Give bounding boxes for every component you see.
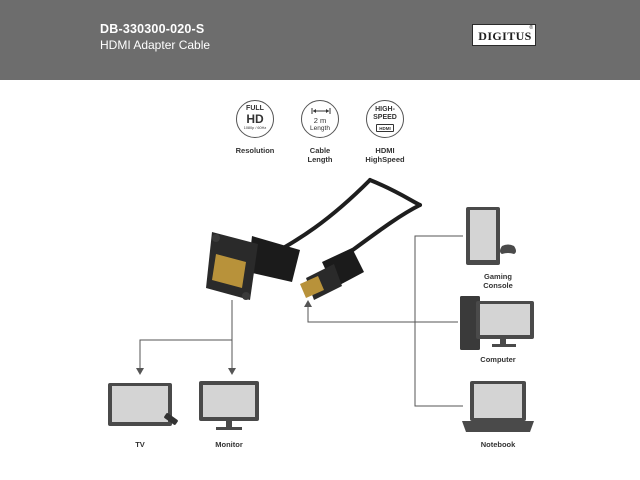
dvi-pins: [212, 254, 246, 288]
hdmi-badge-text: HDMI: [379, 125, 391, 131]
computer-monitor-base: [492, 344, 516, 347]
line-to-hdmi: [307, 305, 415, 323]
computer-icon: [460, 296, 534, 350]
feature-label-cable-length-line1: Cable: [309, 146, 331, 155]
monitor-neck: [226, 421, 232, 427]
full-hd-line1: FULL: [246, 105, 264, 112]
gaming-console-label-line2: Console: [483, 281, 513, 291]
full-hd-icon: FULL HD 1080p / 60Hz: [236, 100, 274, 138]
gaming-console-icon: [466, 207, 516, 265]
cable-loop: [368, 178, 422, 207]
feature-label-resolution: Resolution: [225, 146, 285, 155]
dvi-boot: [248, 236, 300, 282]
remote-control-icon: [164, 413, 178, 425]
sources-bracket: [414, 235, 463, 407]
computer-label: Computer: [480, 355, 516, 364]
cable-wire-hdmi: [348, 203, 422, 254]
console-face: [470, 210, 496, 260]
monitor-screen: [203, 385, 255, 417]
feature-label-resolution-text: Resolution: [235, 146, 275, 155]
product-name: HDMI Adapter Cable: [100, 38, 211, 52]
brand-logo: DIGITUS ®: [472, 24, 536, 46]
full-hd-line2: HD: [246, 112, 264, 126]
tv-label: TV: [135, 440, 145, 449]
header-bar: DB-330300-020-S HDMI Adapter Cable DIGIT…: [0, 0, 640, 80]
notebook-icon: [462, 381, 534, 432]
high-speed-line2: SPEED: [373, 114, 397, 121]
monitor-icon: [199, 381, 259, 430]
full-hd-line3: 1080p / 60Hz: [243, 126, 267, 130]
line-to-tv: [139, 300, 233, 370]
high-speed-icon: HIGH- SPEED HDMI: [366, 100, 404, 138]
high-speed-line1: HIGH-: [375, 106, 395, 113]
dvi-connector: [206, 232, 300, 300]
hdmi-badge: HDMI: [376, 124, 394, 132]
tv-screen: [112, 386, 168, 422]
computer-tower: [460, 296, 480, 350]
dvi-screw-bottom: [242, 292, 250, 300]
arrow-monitor: [228, 368, 236, 375]
hdmi-tip: [300, 276, 324, 298]
computer-monitor-screen: [480, 304, 530, 335]
cable-length-value: 2 m: [313, 116, 327, 125]
gaming-console-label: Gaming Console: [468, 272, 528, 291]
cable-length-unit: Length: [310, 125, 330, 132]
dvi-screw-top: [212, 234, 220, 242]
hdmi-dvi-cable: [206, 178, 422, 300]
gaming-console-label-line1: Gaming: [484, 272, 512, 281]
computer-monitor-neck: [500, 339, 506, 344]
hdmi-connector: [300, 248, 364, 300]
product-code: DB-330300-020-S: [100, 22, 205, 36]
tv-icon: [108, 383, 178, 426]
monitor-label: Monitor: [215, 440, 243, 449]
brand-registered-mark: ®: [529, 25, 533, 31]
notebook-base: [462, 421, 534, 432]
monitor-base: [216, 427, 242, 430]
brand-name: DIGITUS: [478, 29, 532, 43]
arrow-hdmi: [304, 300, 312, 307]
feature-label-high-speed-line2: HighSpeed: [365, 155, 405, 165]
feature-label-cable-length: Cable Length: [290, 146, 350, 165]
notebook-label: Notebook: [480, 440, 516, 449]
double-arrow-icon: [311, 108, 331, 114]
cable-length-icon: 2 m Length: [301, 100, 339, 138]
feature-label-high-speed: HDMI HighSpeed: [355, 146, 415, 165]
connection-lines: [139, 235, 463, 407]
feature-label-high-speed-line1: HDMI: [375, 146, 395, 155]
feature-label-cable-length-line2: Length: [307, 155, 333, 165]
notebook-screen: [474, 384, 522, 418]
gamepad-icon: [500, 244, 516, 254]
arrowheads: [136, 300, 312, 375]
arrow-tv: [136, 368, 144, 375]
